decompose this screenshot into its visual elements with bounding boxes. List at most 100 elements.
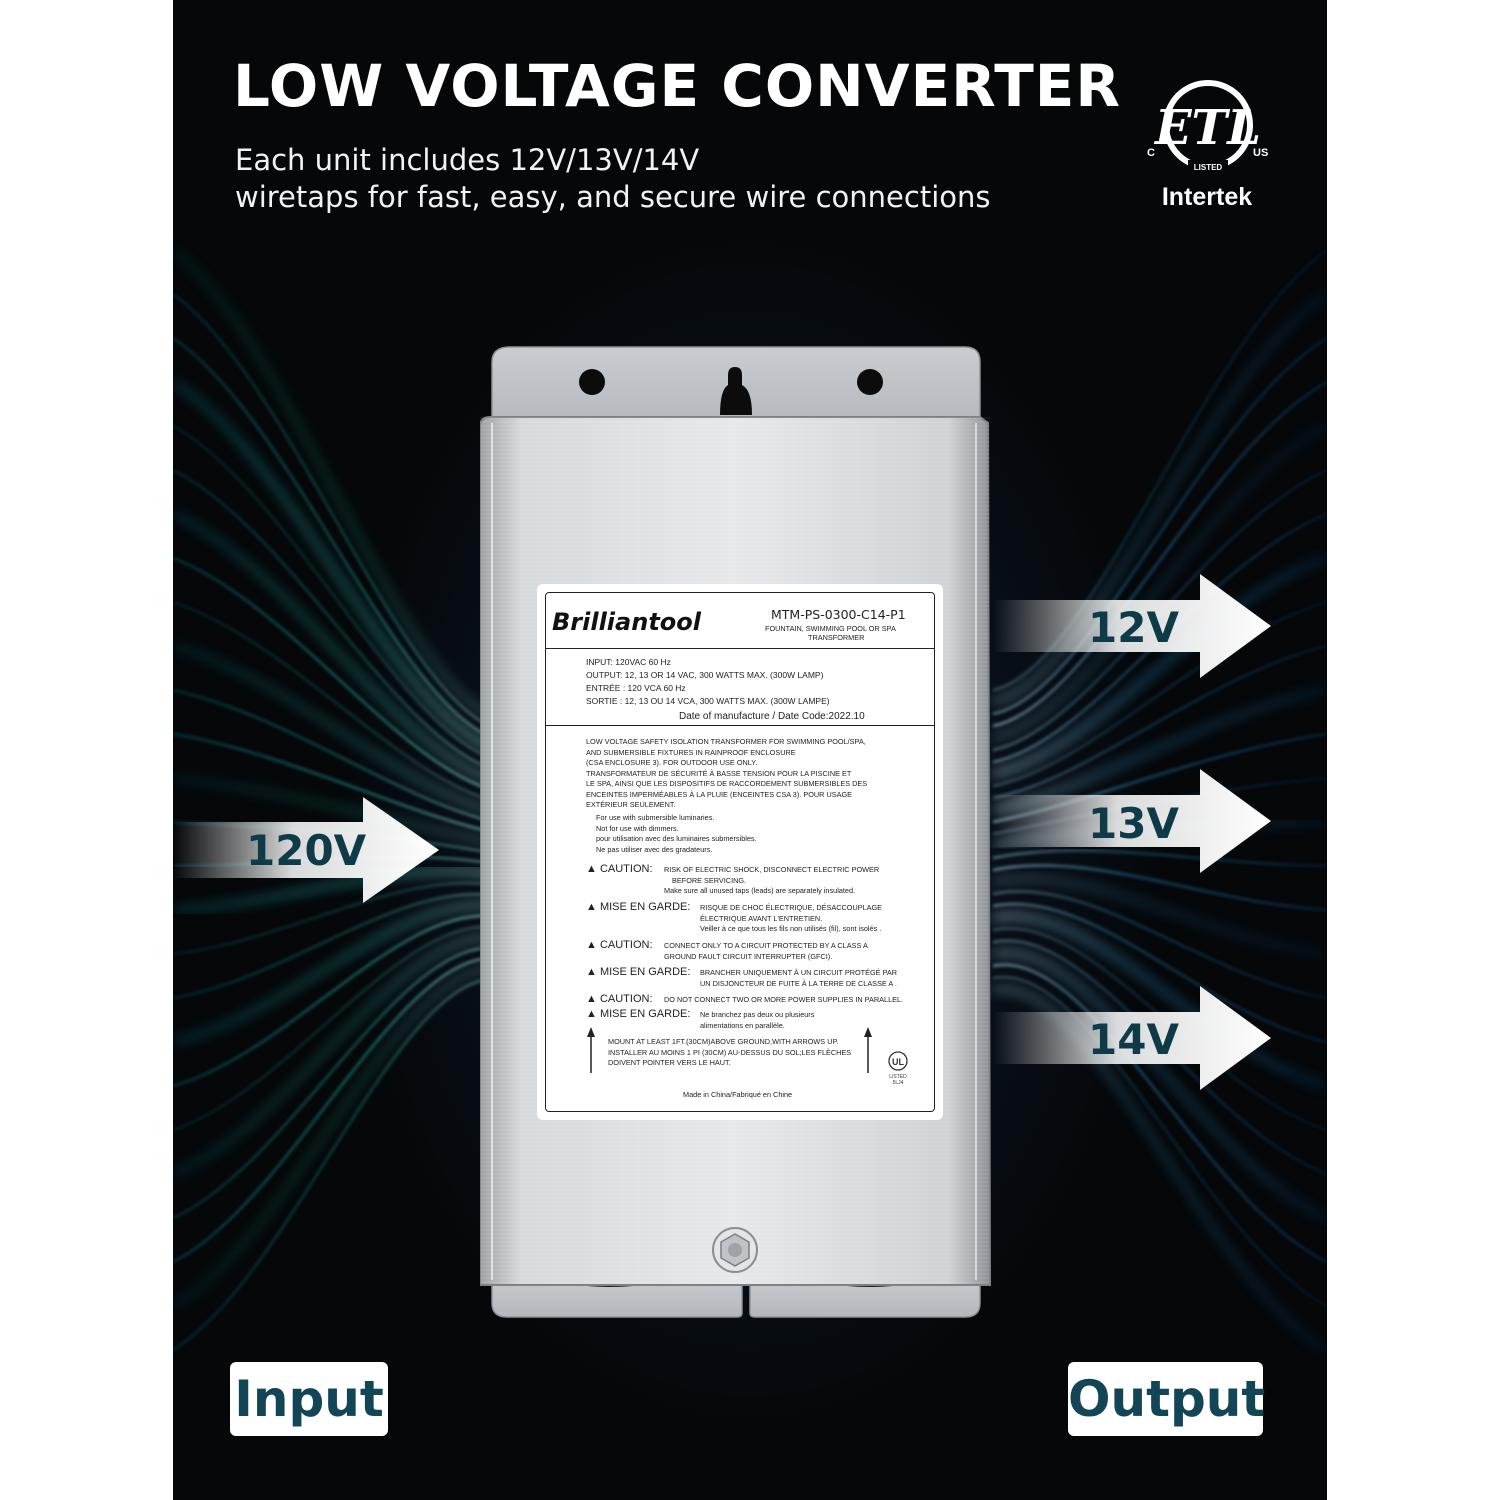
label-divider-2 [546, 725, 934, 726]
mounting-line: MOUNT AT LEAST 1FT.(30CM)ABOVE GROUND,WI… [608, 1037, 839, 1046]
light-streak [173, 511, 504, 785]
usage-line: pour utilisation avec des luminaires sub… [596, 834, 757, 843]
hero-panel: LOW VOLTAGE CONVERTER Each unit includes… [173, 0, 1327, 1500]
warning-line: ÉLECTRIQUE AVANT L'ENTRETIEN. [700, 913, 823, 923]
light-streak [992, 381, 1327, 727]
product-label-frame: Brilliantool MTM-PS-0300-C14-P1 FOUNTAIN… [545, 592, 935, 1112]
warning-line: GROUND FAULT CIRCUIT INTERRUPTER (GFCI). [664, 951, 833, 961]
warning-line: RISQUE DE CHOC ÉLECTRIQUE, DÉSACCOUPLAGE [700, 903, 883, 912]
light-streak [173, 557, 504, 794]
spec-line: OUTPUT: 12, 13 OR 14 VAC, 300 WATTS MAX.… [586, 670, 824, 680]
warning-line: CONNECT ONLY TO A CIRCUIT PROTECTED BY A… [664, 941, 868, 950]
ul-mark-text: UL [892, 1057, 904, 1067]
light-streak [173, 689, 504, 825]
light-streak [992, 601, 1327, 787]
light-streak [173, 934, 504, 1177]
country-of-origin: Made in China/Fabriqué en Chine [683, 1090, 793, 1099]
light-streak [173, 643, 504, 817]
light-streak [173, 946, 504, 1219]
product-label: Brilliantool MTM-PS-0300-C14-P1 FOUNTAIN… [537, 584, 943, 1120]
light-streak [173, 733, 504, 836]
notice-line: (CSA ENCLOSURE 3). FOR OUTDOOR USE ONLY. [586, 758, 758, 767]
light-streak [173, 978, 504, 1351]
warning-line: Veiller à ce que tous les fils non utili… [700, 924, 882, 933]
light-streak [173, 925, 504, 1131]
light-streak [173, 293, 504, 732]
input-arrow [173, 797, 439, 903]
ground-screw [712, 1227, 758, 1273]
spec-line: ENTRÉE : 120 VCA 60 Hz [586, 683, 686, 693]
etl-mark-text: ETL [1153, 100, 1261, 156]
light-streak [992, 903, 1327, 1043]
mounting-line: DOIVENT POINTER VERS LE HAUT. [608, 1058, 731, 1067]
output-arrow-13v [993, 769, 1271, 873]
light-streak [173, 248, 504, 723]
light-streak [173, 425, 504, 763]
light-streak [173, 337, 504, 742]
warning-line: Make sure all unused taps (leads) are se… [664, 886, 856, 895]
notice-line: ENCEINTES IMPERMÉABLES À LA PLUIE (ENCEI… [586, 789, 853, 799]
light-streak [992, 876, 1327, 957]
brand-logo: Brilliantool [552, 608, 702, 636]
output-arrow-12v [993, 574, 1271, 678]
light-streak [992, 337, 1327, 715]
page-title: LOW VOLTAGE CONVERTER [233, 52, 1122, 120]
light-streak [992, 555, 1327, 777]
warning-heading: ▲ CAUTION: [586, 863, 653, 875]
output-arrow-14v [993, 986, 1271, 1090]
page-subtitle-line1: Each unit includes 12V/13V/14V [235, 143, 700, 177]
warning-line: BRANCHER UNIQUEMENT À UN CIRCUIT PROTÉGÉ… [700, 968, 898, 977]
left-light-streaks [173, 248, 504, 1351]
mounting-hole-right [857, 369, 883, 395]
light-streak [992, 890, 1327, 999]
etl-us-mark: US [1253, 147, 1268, 159]
notice-line: EXTÉRIEUR SEULEMENT. [586, 800, 676, 809]
spec-line: SORTIE : 12, 13 OU 14 VCA, 300 WATTS MAX… [586, 696, 830, 706]
output-label-box: Output [1068, 1362, 1265, 1436]
usage-line: Ne pas utiliser avec des gradateurs. [596, 844, 713, 854]
date-code: Date of manufacture / Date Code:2022.10 [679, 711, 865, 722]
notice-line: LOW VOLTAGE SAFETY ISOLATION TRANSFORMER… [586, 737, 866, 746]
keyhole-slot [720, 367, 752, 415]
light-streak [992, 645, 1327, 799]
notice-line: TRANSFORMATEUR DE SÉCURITÉ À BASSE TENSI… [586, 768, 852, 778]
light-streak [173, 957, 504, 1263]
warning-line: DO NOT CONNECT TWO OR MORE POWER SUPPLIE… [664, 995, 904, 1004]
model-number: MTM-PS-0300-C14-P1 [771, 607, 906, 622]
output-voltage-13v: 13V [1088, 799, 1179, 848]
light-streak [992, 687, 1327, 813]
light-streak [173, 469, 504, 773]
input-label-box: Input [230, 1362, 388, 1436]
light-streak [992, 927, 1327, 1131]
label-divider-1 [546, 648, 934, 649]
up-arrow-left-icon [587, 1027, 595, 1073]
light-streak [992, 849, 1327, 867]
output-voltage-14v: 14V [1088, 1015, 1179, 1064]
light-streak [992, 976, 1327, 1307]
etl-c-mark: C [1147, 147, 1155, 159]
page-subtitle-line2: wiretaps for fast, easy, and secure wire… [235, 180, 991, 214]
light-streak [992, 963, 1327, 1263]
light-streak [992, 249, 1327, 691]
ul-listed-text: LISTED [889, 1074, 907, 1080]
warning-heading: ▲ MISE EN GARDE: [586, 1008, 691, 1020]
etl-certification-mark: ETL C US LISTED [1147, 80, 1268, 172]
mounting-line: INSTALLER AU MOINS 1 PI (30CM) AU-DESSUS… [608, 1047, 852, 1057]
light-streak [173, 379, 504, 754]
light-streak [173, 882, 504, 955]
etl-listed-text: LISTED [1194, 163, 1223, 172]
light-streaks-background [173, 248, 1327, 1353]
ul-listed-mark: UL LISTED 5LJ4 [888, 1051, 908, 1086]
light-streak [173, 868, 504, 913]
notice-line: LE SPA, AINSI QUE LES DISPOSITIFS DE RAC… [586, 779, 868, 788]
warning-line: Ne branchez pas deux ou plusieurs [700, 1010, 815, 1019]
light-streak [992, 423, 1327, 741]
usage-line: For use with submersible luminaries. [596, 813, 715, 822]
light-streak [173, 601, 504, 805]
spec-line: INPUT: 120VAC 60 Hz [586, 657, 671, 667]
light-streak [992, 864, 1327, 911]
warning-line: alimentations en parallèle. [700, 1020, 785, 1030]
warning-line: UN DISJONCTEUR DE FUITE À LA TERRE DE CL… [700, 978, 897, 988]
output-voltage-12v: 12V [1088, 603, 1179, 652]
light-streak [992, 986, 1327, 1353]
